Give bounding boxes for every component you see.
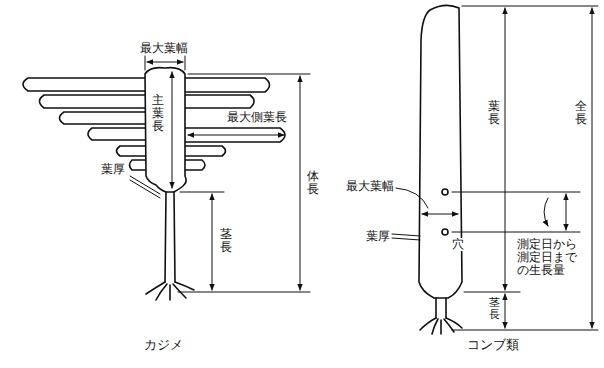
hole — [442, 189, 448, 195]
dimension-label: 茎長 — [219, 228, 233, 254]
part-label: 穴 — [451, 238, 465, 251]
kombu-holdfast — [420, 318, 462, 334]
dimension-label: 茎長 — [488, 297, 501, 321]
hole — [442, 229, 448, 235]
species-caption: カジメ — [143, 338, 184, 352]
kombu-blade — [419, 5, 462, 298]
note-label: 測定日から 測定日まで の生長量 — [516, 238, 582, 278]
holdfast — [146, 282, 194, 300]
species-caption: コンブ類 — [466, 338, 520, 352]
dimension-lines — [392, 6, 598, 330]
dimension-label: 葉厚 — [365, 230, 391, 243]
dimension-label: 主葉長 — [151, 94, 165, 134]
stipe — [165, 192, 175, 282]
dimension-label: 最大葉幅 — [139, 42, 189, 55]
dimension-label: 葉長 — [487, 100, 501, 126]
dimension-label: 最大側葉長 — [226, 111, 288, 124]
dimension-label: 最大葉幅 — [345, 180, 395, 193]
kombu-stipe — [436, 298, 446, 318]
dimension-lines — [130, 56, 310, 292]
main-blade — [145, 68, 186, 192]
dimension-label: 全長 — [574, 100, 588, 126]
dimension-label: 葉厚 — [100, 163, 126, 176]
dimension-label: 体長 — [306, 170, 320, 196]
